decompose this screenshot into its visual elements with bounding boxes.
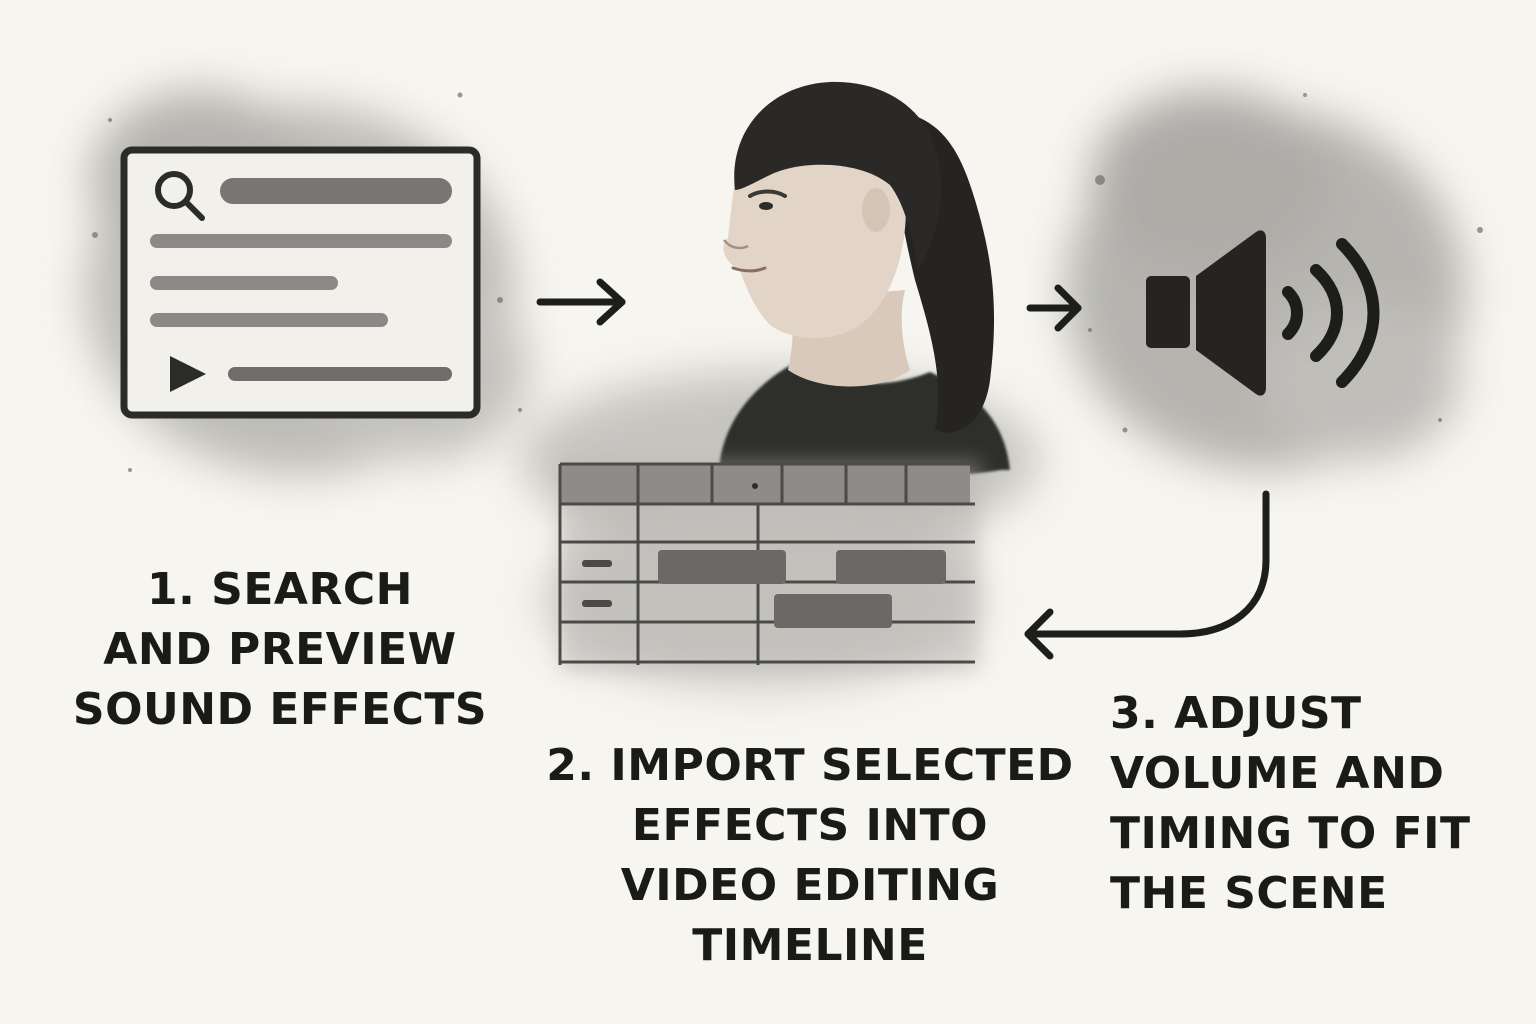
caption-line: SOUND EFFECTS [72, 684, 488, 735]
speaker-volume-icon [1146, 230, 1380, 396]
result-line [150, 276, 338, 290]
caption-line: TIMING TO FIT [1110, 808, 1471, 859]
caption-line: THE SCENE [1110, 868, 1388, 919]
caption-line: VOLUME AND [1110, 748, 1445, 799]
audio-clip [658, 550, 786, 584]
video-timeline [558, 462, 980, 672]
caption-line: 3. ADJUST [1110, 688, 1362, 739]
caption-line: 2. IMPORT SELECTED [546, 740, 1074, 791]
arrow-right-icon [1026, 284, 1082, 332]
search-bar [220, 178, 452, 204]
person-hair [734, 81, 941, 270]
caption-line: AND PREVIEW [103, 624, 457, 675]
preview-progress-line [228, 367, 452, 381]
search-browser-window [120, 146, 481, 419]
audio-clip [836, 550, 946, 584]
person-ear [862, 188, 890, 232]
result-line [150, 313, 388, 327]
result-line [150, 234, 452, 248]
caption-line: VIDEO EDITING [620, 860, 1000, 911]
person-shirt [720, 360, 1010, 478]
person-illustration [720, 81, 1010, 478]
caption-line: 1. SEARCH [147, 564, 413, 615]
track-label [582, 600, 612, 607]
step-3-caption: 3. ADJUST VOLUME AND TIMING TO FIT THE S… [1110, 684, 1510, 924]
track-label [582, 560, 612, 567]
play-icon [170, 356, 206, 392]
caption-line: EFFECTS INTO [631, 800, 989, 851]
arrow-right-icon [536, 278, 626, 326]
audio-clip [774, 594, 892, 628]
return-arrow-icon [1024, 490, 1270, 660]
step-2-caption: 2. IMPORT SELECTED EFFECTS INTO VIDEO ED… [540, 736, 1080, 976]
search-icon [155, 171, 205, 221]
ink-splatters [92, 92, 1483, 472]
caption-line: TIMELINE [692, 920, 928, 971]
step-1-caption: 1. SEARCH AND PREVIEW SOUND EFFECTS [70, 560, 490, 740]
